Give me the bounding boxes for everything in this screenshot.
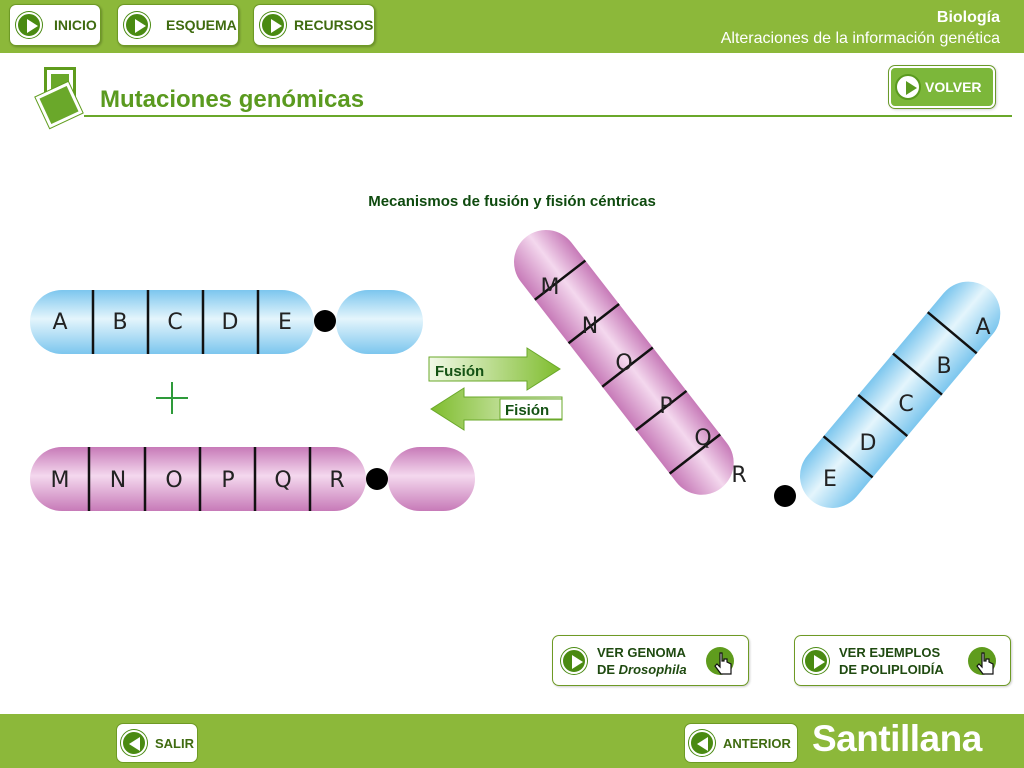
play-icon [561,647,587,674]
band-label: O [165,468,182,493]
plus-sign-icon [156,382,188,414]
ver-ejemplos-button[interactable]: VER EJEMPLOS DE POLIPLOIDÍA [794,635,1011,686]
ver-ejemplos-text: VER EJEMPLOS DE POLIPLOIDÍA [839,644,944,678]
band-label: C [898,392,913,417]
back-arrow-icon [689,730,715,756]
title-divider [84,115,1012,117]
band-label: E [278,310,292,335]
volver-label: VOLVER [925,79,982,95]
ver-genoma-text: VER GENOMA DE Drosophila [597,644,687,678]
volver-button[interactable]: VOLVER [889,66,995,108]
play-icon [895,74,921,100]
ver-ejemplos-line1: VER EJEMPLOS [839,644,941,660]
recursos-button[interactable]: RECURSOS [253,4,375,46]
hand-pointer-icon [706,647,734,675]
esquema-button[interactable]: ESQUEMA [117,4,239,46]
subject-header: Biología Alteraciones de la información … [721,7,1000,49]
diagram-subtitle: Mecanismos de fusión y fisión céntricas [368,193,656,210]
anterior-button[interactable]: ANTERIOR [684,723,798,763]
santillana-logo: Santillana [812,718,982,759]
fission-arrow: Fisión [430,387,563,431]
centromere [366,468,388,490]
subject-name: Biología [936,9,1000,26]
play-icon [803,647,829,674]
band-label: M [51,468,70,493]
back-arrow-icon [121,730,147,756]
page-title: Mutaciones genómicas [100,86,365,113]
ver-genoma-line1: VER GENOMA [597,644,686,660]
esquema-label: ESQUEMA [166,17,237,33]
band-label: P [659,394,672,419]
fusion-arrow: Fusión [428,347,561,391]
band-label: M [541,275,560,300]
fused-centromere [774,485,796,507]
band-label: D [860,431,877,456]
anterior-label: ANTERIOR [723,735,791,751]
band-label: O [615,351,632,376]
recursos-label: RECURSOS [294,17,374,33]
chromosome-mnopqr: M N O P Q R [30,447,475,511]
play-icon [124,12,150,38]
centromere [314,310,336,332]
play-icon [260,12,286,38]
fused-arm-abcde [800,281,1001,508]
band-label: C [167,310,182,335]
band-label: D [222,310,239,335]
play-icon [16,12,42,38]
band-label: R [329,468,344,493]
inicio-button[interactable]: INICIO [9,4,101,46]
topic-name: Alteraciones de la información genética [720,30,1000,47]
ver-ejemplos-line2: DE POLIPLOIDÍA [839,661,944,677]
ver-genoma-prefix: DE [597,661,619,677]
band-label: R [731,463,746,488]
ver-genoma-button[interactable]: VER GENOMA DE Drosophila [552,635,749,686]
band-label: E [823,467,837,492]
hand-pointer-icon [968,647,996,675]
fusion-label: Fusión [435,363,484,380]
band-label: B [112,310,127,335]
inicio-label: INICIO [54,17,97,33]
salir-label: SALIR [155,735,194,751]
band-label: A [52,310,67,335]
band-label: A [975,315,990,340]
ver-genoma-line2: DE Drosophila [597,661,687,678]
band-label: Q [274,468,291,493]
ver-genoma-species: Drosophila [618,661,687,677]
band-label: N [582,314,598,339]
chromosome-abcde: A B C D E [30,290,423,354]
band-label: N [110,468,126,493]
band-label: B [936,354,951,379]
band-label: P [221,468,234,493]
band-label: Q [694,426,711,451]
salir-button[interactable]: SALIR [116,723,198,763]
fused-arm-mnopqr [514,230,734,495]
fission-label: Fisión [505,402,549,419]
